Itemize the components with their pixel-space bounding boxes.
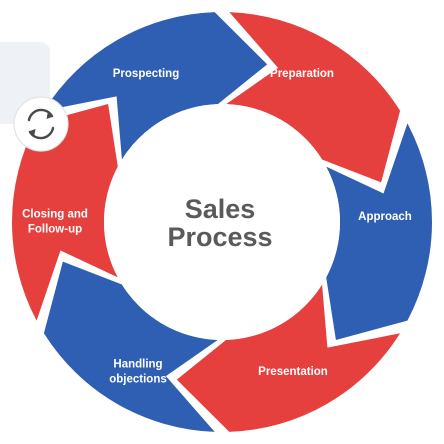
- segment-approach: [326, 123, 433, 340]
- refresh-cycle-icon: [13, 96, 69, 152]
- segments: [11, 12, 433, 432]
- segment-handling-objections: [43, 261, 218, 432]
- segment-label-presentation: Presentation: [258, 366, 328, 378]
- segment-label-closing-follow-up-line-2: Follow-up: [28, 224, 82, 236]
- segment-label-handling-objections-line-1: Handling: [113, 359, 162, 371]
- segment-label-closing-follow-up-line-1: Closing and: [22, 209, 88, 221]
- segment-presentation: [176, 284, 401, 432]
- segment-label-approach: Approach: [358, 211, 412, 223]
- segment-closing-follow-up: [11, 104, 118, 321]
- segment-preparation: [226, 12, 401, 183]
- segment-labels: Prospecting PreparationApproachPresentati…: [22, 68, 412, 386]
- segment-label-handling-objections-line-2: objections: [109, 374, 167, 386]
- title-line-2: Process: [167, 222, 272, 252]
- title-line-1: Sales: [185, 194, 256, 224]
- segment-label-prospecting: Prospecting: [113, 68, 179, 80]
- center-disc: [104, 104, 340, 340]
- segment-prospecting: [43, 12, 268, 160]
- segment-label-preparation: Preparation: [270, 68, 334, 80]
